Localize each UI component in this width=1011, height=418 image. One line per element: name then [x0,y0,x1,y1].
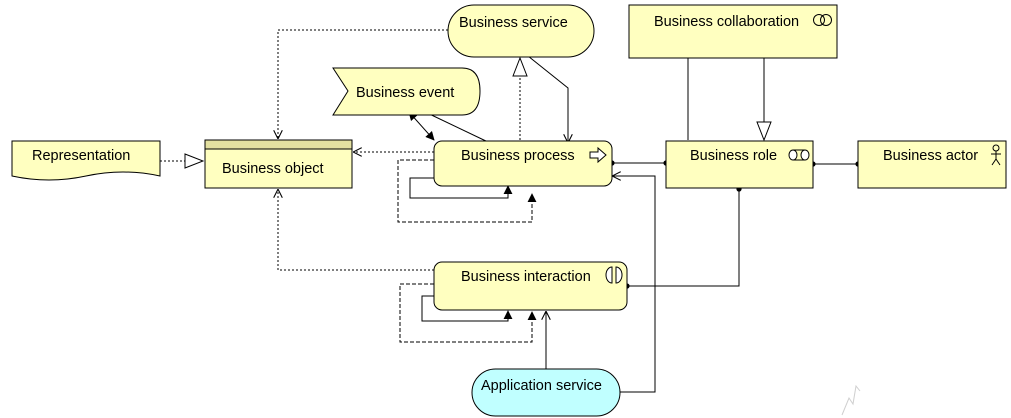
interaction-icon [605,266,623,284]
business-service-label: Business service [459,15,568,31]
role-icon [788,149,810,161]
business-process[interactable]: Business process [433,140,613,187]
application-service[interactable]: Application service [471,368,621,417]
relation-process-self-flow[interactable] [397,159,537,223]
relation-interaction-self-flow[interactable] [399,283,537,343]
business-collaboration-label: Business collaboration [654,14,799,30]
business-role-label: Business role [690,148,777,164]
collaboration-icon [813,14,832,26]
representation-label: Representation [32,148,130,164]
business-actor-label: Business actor [883,148,978,164]
process-arrow-icon [589,146,607,164]
actor-icon [991,144,1001,166]
relation-access-service-object[interactable] [278,29,448,138]
representation[interactable]: Representation [11,140,161,181]
relation-access-interaction-object[interactable] [278,190,434,271]
business-service[interactable]: Business service [447,4,595,58]
business-process-label: Business process [461,148,575,164]
relation-process-self-trigger[interactable] [409,177,513,199]
relation-usedby-service-process[interactable] [527,55,568,142]
business-collaboration[interactable]: Business collaboration [628,4,838,59]
business-actor[interactable]: Business actor [857,140,1007,189]
relation-usedby-appservice-process[interactable] [613,176,656,393]
business-object-label: Business object [222,161,324,177]
business-interaction[interactable]: Business interaction [433,261,628,311]
relation-assignment-role-interaction[interactable] [624,186,742,289]
business-object[interactable]: Business object [204,139,353,189]
business-event-label: Business event [356,85,454,101]
business-interaction-label: Business interaction [461,269,591,285]
business-event[interactable]: Business event [332,67,481,116]
relation-interaction-self-trigger[interactable] [421,295,513,322]
business-role[interactable]: Business role [665,140,814,189]
connectors [160,29,861,393]
application-service-label: Application service [481,378,602,394]
relation-trigger-event-process[interactable] [408,111,435,141]
pen-stroke-mark [841,384,861,416]
